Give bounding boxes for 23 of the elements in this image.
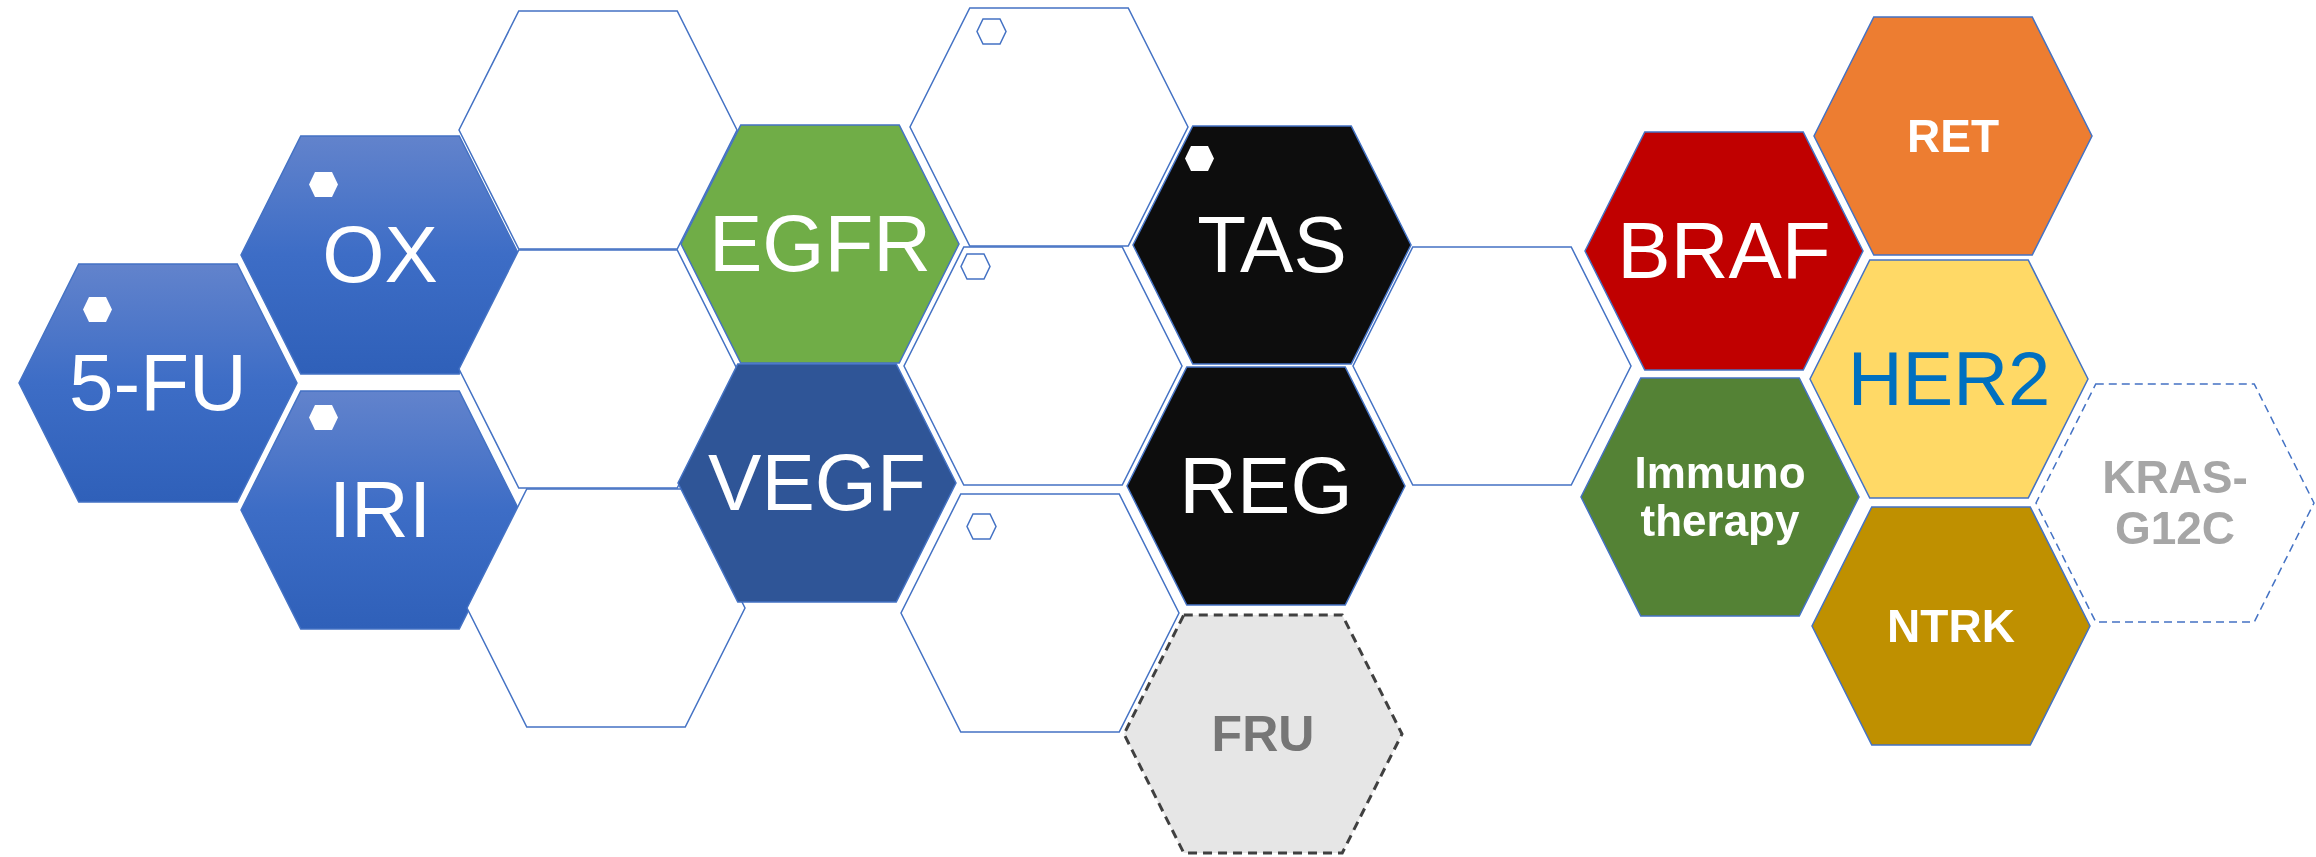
tile-label: HER2	[1847, 337, 2051, 421]
hexagon-tile	[1812, 507, 2090, 745]
hexagon-tile	[241, 391, 519, 629]
tile-label: FRU	[1211, 706, 1315, 762]
tile-label: OX	[322, 211, 438, 299]
hexagon-tile	[681, 125, 959, 363]
hexagon-tile	[1127, 367, 1405, 605]
hexagon-tile	[678, 364, 956, 602]
hexagon-tile	[1133, 126, 1411, 364]
tile-label: REG	[1179, 442, 1353, 530]
tile-label: TAS	[1197, 201, 1347, 289]
tile-label: NTRK	[1887, 600, 2015, 652]
tile-label: 5-FU	[69, 339, 247, 427]
tile-label: IRI	[328, 466, 432, 554]
hexagon-tile	[19, 264, 297, 502]
hexagon-tile	[241, 136, 519, 374]
tile-label: RET	[1907, 110, 1999, 162]
tile-label: BRAF	[1617, 207, 1831, 295]
tile-label: KRAS-G12C	[2101, 452, 2249, 554]
tile-label: EGFR	[708, 200, 932, 288]
hexagon-tile	[1124, 615, 1402, 853]
tile-label: VEGF	[708, 439, 926, 527]
tile-label: Immuno therapy	[1633, 448, 1807, 546]
